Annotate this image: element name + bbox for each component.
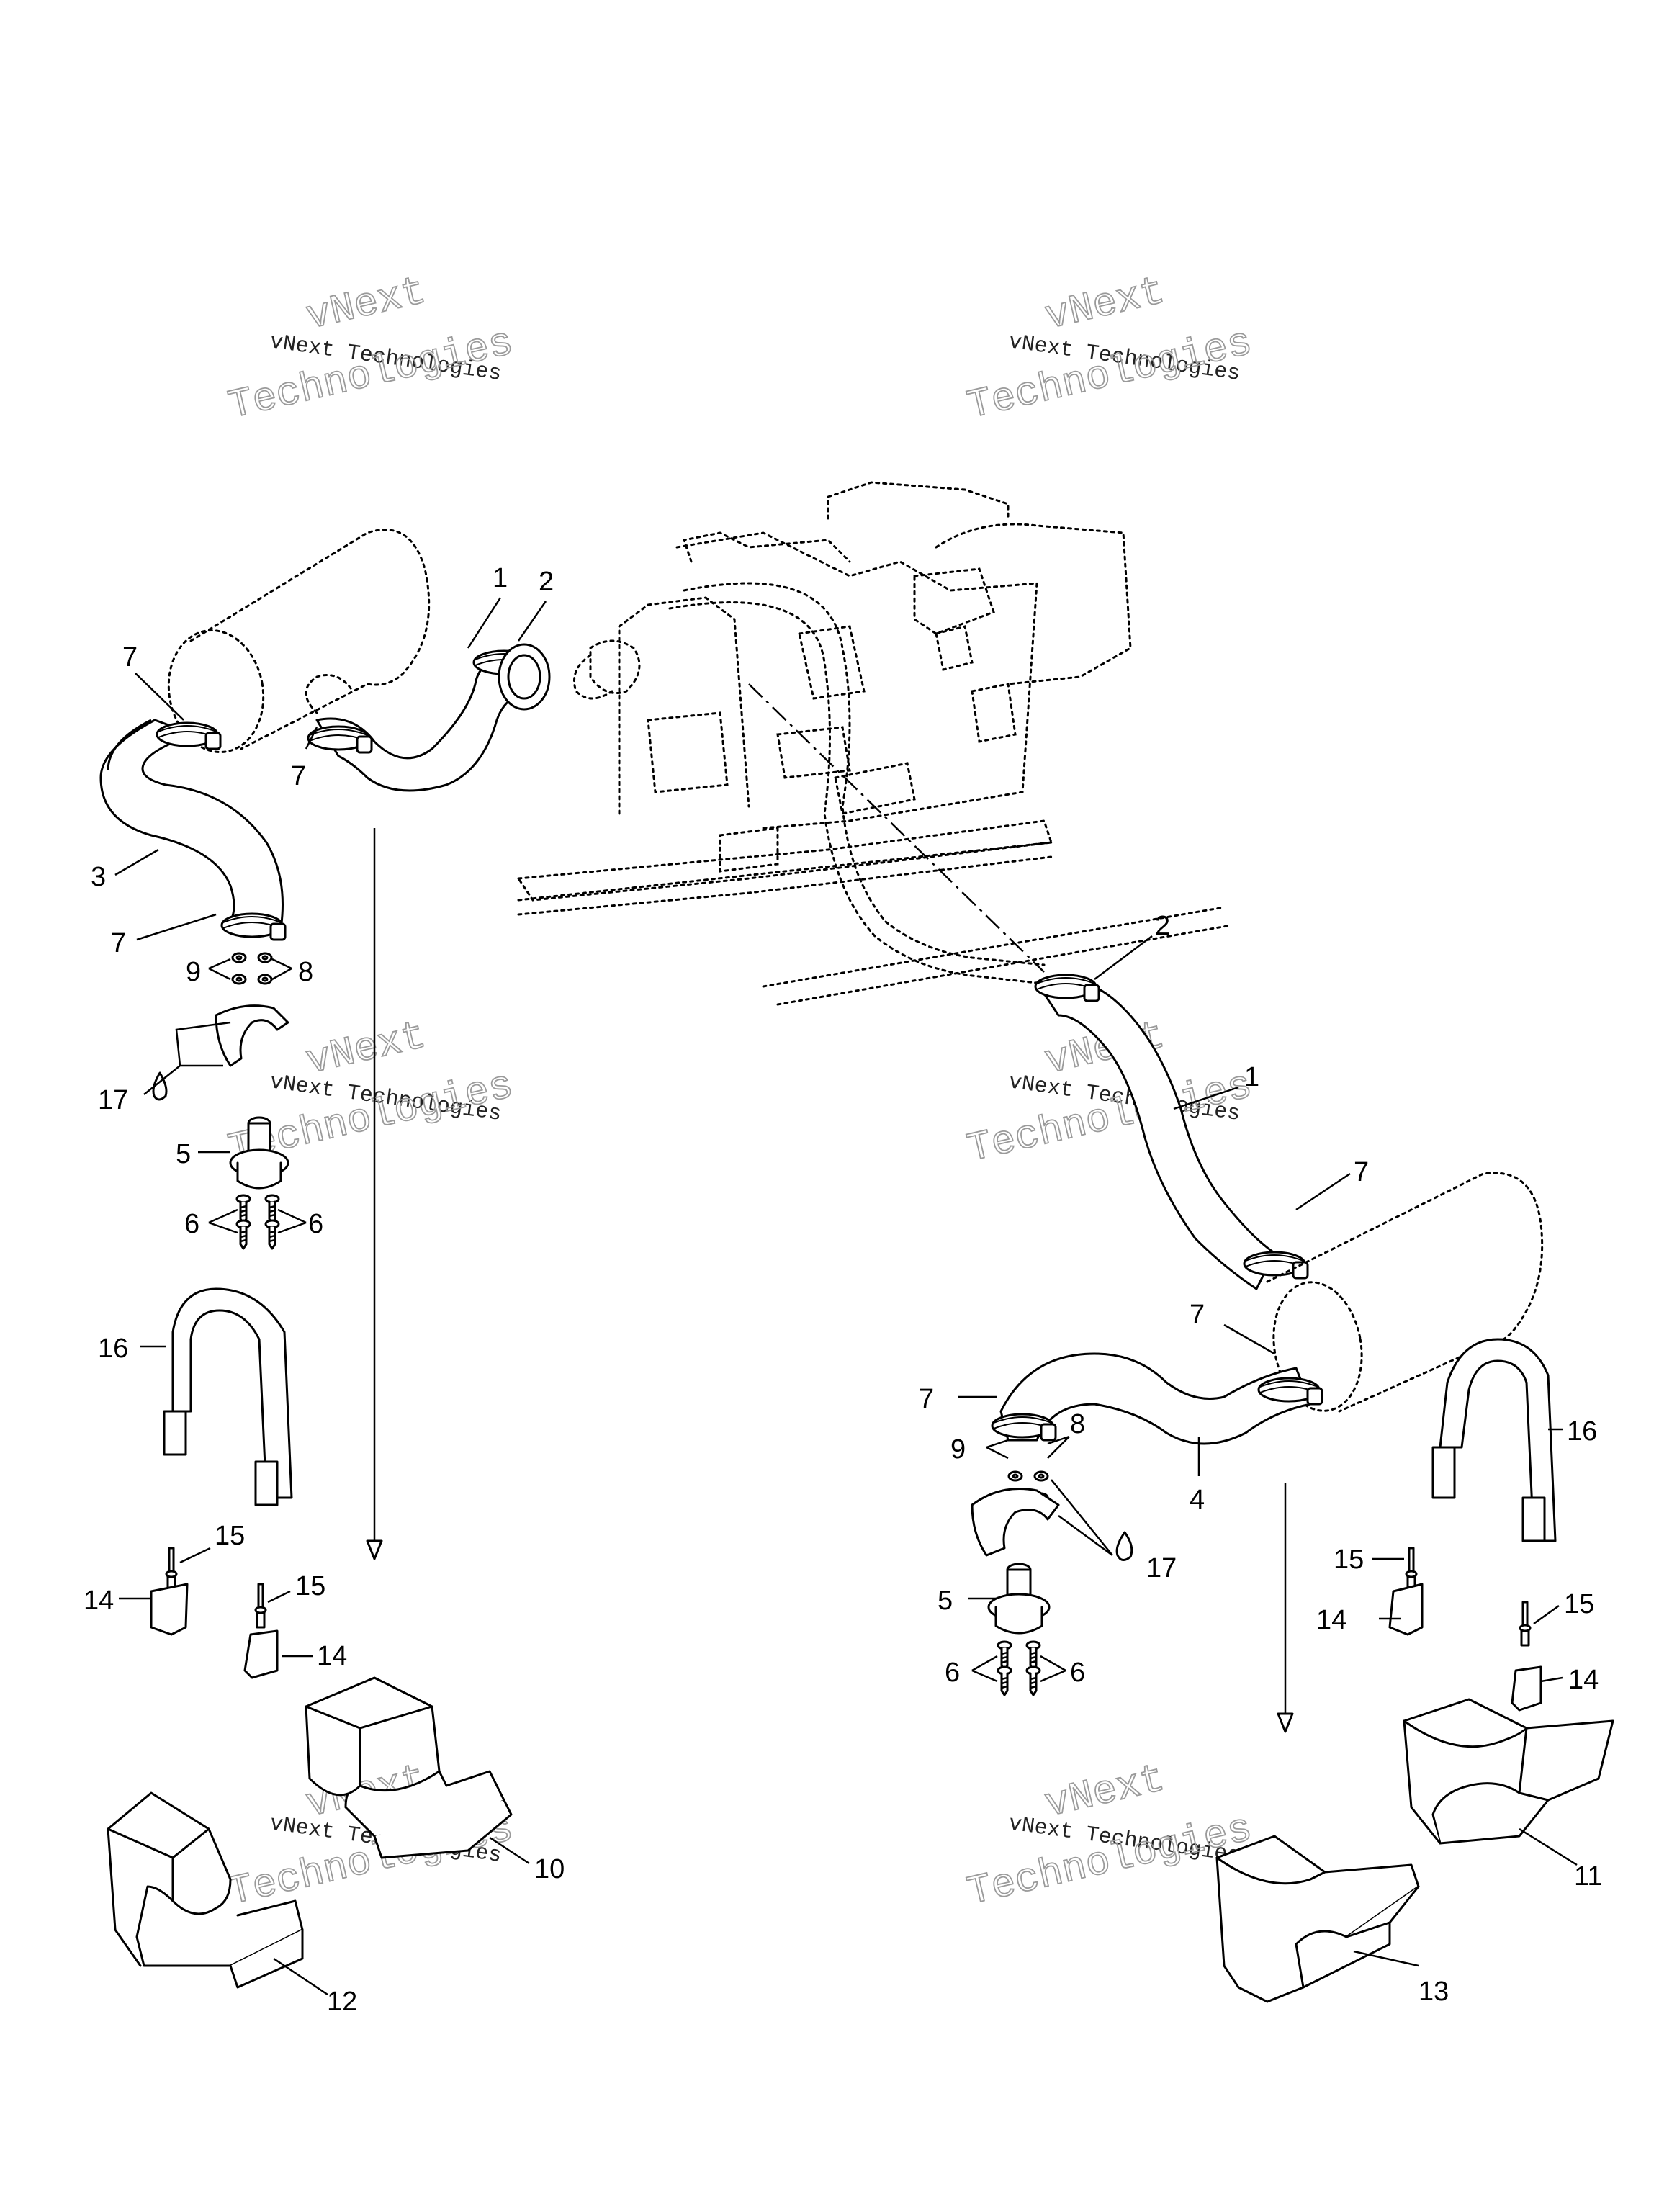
callout-13: 13 xyxy=(1419,1977,1449,2007)
watermark-top-left: vNext vNext Technologies Technologies xyxy=(224,268,518,431)
nut-9-left-a xyxy=(231,952,247,963)
leader-lines xyxy=(114,597,1578,1996)
callout-16: 16 xyxy=(98,1334,128,1364)
bracket-14-right-b xyxy=(1511,1665,1542,1712)
assembly-line xyxy=(748,683,1045,973)
washer-8-left-b xyxy=(257,974,273,985)
screw-6-right-c xyxy=(997,1665,1012,1696)
bracket-14-right-a xyxy=(1388,1583,1424,1636)
callout-2: 2 xyxy=(539,567,554,597)
callout-14: 14 xyxy=(1316,1605,1346,1635)
callout-7: 7 xyxy=(122,642,138,673)
callout-14: 14 xyxy=(84,1586,114,1616)
callout-5: 5 xyxy=(176,1139,191,1169)
callout-7: 7 xyxy=(1354,1157,1369,1187)
screw-6-left-c xyxy=(235,1219,251,1250)
muffler-phantom-right xyxy=(1266,1172,1544,1413)
callout-14: 14 xyxy=(1568,1665,1599,1695)
svg-text:vNext: vNext xyxy=(1040,268,1169,340)
callout-8: 8 xyxy=(298,957,313,987)
callout-7: 7 xyxy=(1190,1300,1205,1330)
callout-5: 5 xyxy=(938,1586,953,1616)
screw-6-right-d xyxy=(1025,1665,1041,1696)
screw-6-right-a xyxy=(997,1640,1012,1671)
hose-1-top-left xyxy=(315,654,527,792)
fitting-5-right xyxy=(987,1563,1051,1635)
clamp-2-right xyxy=(1034,974,1100,1002)
callout-7: 7 xyxy=(919,1384,934,1414)
rivet-15-right-b xyxy=(1519,1601,1532,1647)
rivet-15-left-b xyxy=(254,1583,267,1629)
svg-text:vNext: vNext xyxy=(302,268,430,340)
screw-6-left-b xyxy=(264,1194,280,1225)
callout-9: 9 xyxy=(950,1434,966,1465)
callout-15: 15 xyxy=(1334,1545,1364,1575)
callout-1: 1 xyxy=(1244,1062,1259,1092)
sealant-drop-17-right-icon xyxy=(1115,1531,1133,1561)
callout-6: 6 xyxy=(945,1658,960,1688)
gasket-17-left xyxy=(215,1004,289,1067)
callout-17: 17 xyxy=(98,1085,128,1115)
callout-17: 17 xyxy=(1146,1553,1177,1583)
callout-6: 6 xyxy=(308,1209,323,1239)
bracket-14-left-b xyxy=(243,1629,279,1679)
callout-7: 7 xyxy=(291,761,306,791)
callout-3: 3 xyxy=(91,862,106,892)
callout-12: 12 xyxy=(327,1987,357,2017)
callout-1: 1 xyxy=(493,563,508,593)
foam-block-13 xyxy=(1215,1835,1420,2003)
hose-3-left xyxy=(99,719,284,930)
callout-14: 14 xyxy=(317,1641,347,1671)
callout-15: 15 xyxy=(295,1571,325,1601)
clamp-7-top-left-hose1 xyxy=(307,725,373,754)
screw-6-right-b xyxy=(1025,1640,1041,1671)
clamp-7-bottom-left-hose3 xyxy=(220,912,287,941)
callout-8: 8 xyxy=(1070,1409,1085,1439)
callout-10: 10 xyxy=(534,1854,565,1884)
strap-16-left xyxy=(163,1287,293,1506)
callout-labels: 7 1 2 7 3 7 9 8 17 5 6 6 16 15 14 15 14 … xyxy=(84,563,1602,2017)
washer-8-left-a xyxy=(257,952,273,963)
foam-block-12 xyxy=(107,1791,304,1989)
bracket-14-left-a xyxy=(150,1583,189,1636)
washer-8-right-a xyxy=(1033,1470,1049,1482)
svg-text:vNext: vNext xyxy=(1040,1755,1169,1827)
callout-2: 2 xyxy=(1155,911,1170,941)
screw-6-left-d xyxy=(264,1219,280,1250)
nut-9-left-b xyxy=(231,974,247,985)
callout-9: 9 xyxy=(186,957,201,987)
nut-9-right-a xyxy=(1007,1470,1023,1482)
gasket-17-right xyxy=(971,1488,1060,1557)
flow-arrow-left xyxy=(366,828,383,1560)
rivet-15-left-a xyxy=(165,1547,178,1593)
fitting-5-left xyxy=(229,1116,289,1190)
clamp-7-left-hose4 xyxy=(991,1413,1057,1442)
callout-15: 15 xyxy=(215,1521,245,1551)
svg-text:vNext: vNext xyxy=(302,1012,430,1084)
callout-16: 16 xyxy=(1567,1416,1597,1447)
callout-11: 11 xyxy=(1574,1861,1602,1892)
muffler-phantom-left xyxy=(167,529,431,753)
engine-exhaust-outlet xyxy=(573,654,613,700)
watermark-top-right: vNext vNext Technologies Technologies xyxy=(963,268,1257,431)
strap-16-right xyxy=(1431,1338,1557,1542)
callout-15: 15 xyxy=(1564,1589,1594,1619)
hose-end-inner-2-top-left xyxy=(507,654,541,700)
callout-6: 6 xyxy=(1070,1658,1085,1688)
callout-4: 4 xyxy=(1190,1485,1205,1515)
screw-6-left-a xyxy=(235,1194,251,1225)
flow-arrow-right xyxy=(1277,1483,1294,1733)
engine-phantom-outline xyxy=(516,481,1233,1006)
foam-block-10 xyxy=(305,1676,513,1859)
foam-block-11 xyxy=(1403,1698,1614,1845)
callout-6: 6 xyxy=(184,1209,199,1239)
callout-7: 7 xyxy=(111,928,126,958)
watermark-bottom-right: vNext vNext Technologies Technologies xyxy=(963,1755,1257,1917)
